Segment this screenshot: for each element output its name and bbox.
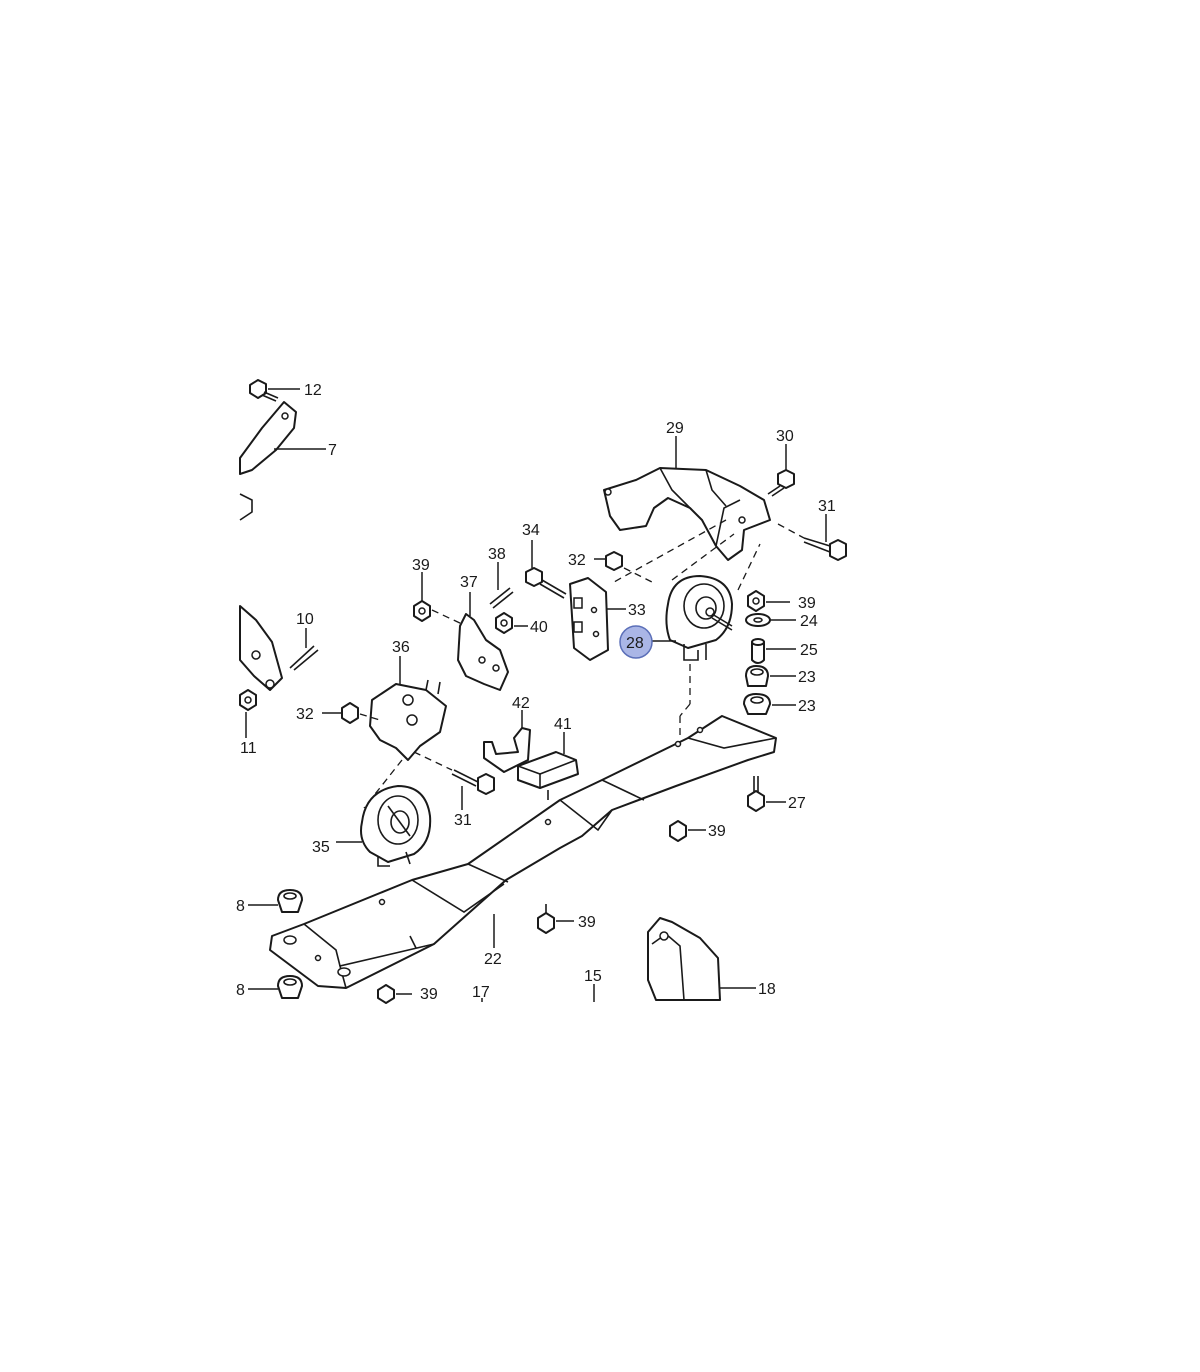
part-32-nut-upper: [594, 551, 623, 571]
part-39-nut-mid-right: [669, 820, 706, 842]
part-22-crossmember: [269, 715, 777, 989]
callout-8-lower: 8: [236, 982, 245, 999]
callout-17: 17: [472, 984, 490, 1001]
callout-39-lower: 39: [420, 986, 438, 1003]
part-39-nut-right: [747, 590, 790, 612]
callout-32-left: 32: [296, 706, 314, 723]
callout-37: 37: [460, 574, 478, 591]
part-28-engine-mount: [652, 533, 761, 740]
part-42-bracket: [483, 710, 531, 773]
callout-30: 30: [776, 428, 794, 445]
callout-38: 38: [488, 546, 506, 563]
part-40-nut: [495, 612, 528, 634]
callout-7: 7: [328, 442, 337, 459]
callout-35: 35: [312, 839, 330, 856]
part-35-engine-mount: [336, 759, 432, 867]
highlight-circle-28: [619, 625, 653, 659]
part-10-stud-area: [239, 605, 319, 691]
callout-23-a: 23: [798, 669, 816, 686]
callout-15: 15: [584, 968, 602, 985]
callout-39-right: 39: [798, 595, 816, 612]
part-18-bracket: [647, 917, 756, 1001]
part-23-bushing-b: [743, 693, 796, 715]
callout-34: 34: [522, 522, 540, 539]
callout-23-b: 23: [798, 698, 816, 715]
part-24-washer: [745, 613, 796, 627]
part-33-plate: [569, 519, 727, 661]
part-23-bushing-a: [745, 665, 796, 687]
callout-27: 27: [788, 795, 806, 812]
part-34-bolt: [525, 540, 567, 599]
callout-36: 36: [392, 639, 410, 656]
callout-22: 22: [484, 951, 502, 968]
part-32-nut-left: [322, 702, 381, 724]
part-38-stud: [489, 562, 514, 609]
callout-32-upper: 32: [568, 552, 586, 569]
part-37-bracket: [457, 592, 509, 691]
part-31-bolt-upper: [777, 514, 847, 561]
callout-29: 29: [666, 420, 684, 437]
callout-24: 24: [800, 613, 818, 630]
callout-39-mid-right: 39: [708, 823, 726, 840]
part-11-nut: [239, 689, 257, 738]
part-30-bolt: [767, 444, 795, 497]
callout-8-upper: 8: [236, 898, 245, 915]
callout-39-left: 39: [412, 557, 430, 574]
part-36-bracket: [369, 656, 447, 761]
callout-31-upper: 31: [818, 498, 836, 515]
callout-labels: 12 7 29 30 31 34 32 33 39 38 37 40 10 36…: [236, 382, 836, 1003]
callout-10: 10: [296, 611, 314, 628]
callout-12: 12: [304, 382, 322, 399]
callout-18: 18: [758, 981, 776, 998]
part-41-pad: [517, 732, 579, 800]
part-7-bracket: [239, 401, 326, 521]
callout-33: 33: [628, 602, 646, 619]
part-25-collar: [751, 638, 796, 664]
callout-28: 28: [626, 635, 644, 652]
callout-41: 41: [554, 716, 572, 733]
callout-40: 40: [530, 619, 548, 636]
part-39-nut-lower: [377, 984, 412, 1004]
part-8-bushing-upper: [248, 889, 303, 913]
part-27-bolt: [747, 776, 786, 812]
part-8-bushing-lower: [248, 975, 303, 999]
callout-42: 42: [512, 695, 530, 712]
part-31-bolt-lower: [413, 751, 495, 810]
part-39-nut-center: [537, 904, 574, 934]
callout-25: 25: [800, 642, 818, 659]
callout-39-center: 39: [578, 914, 596, 931]
part-12-bolt: [249, 379, 300, 402]
part-39-nut-left: [413, 572, 463, 625]
part-29-mount-bracket: [603, 436, 771, 561]
callout-11: 11: [240, 740, 257, 757]
callout-31-lower: 31: [454, 812, 472, 829]
